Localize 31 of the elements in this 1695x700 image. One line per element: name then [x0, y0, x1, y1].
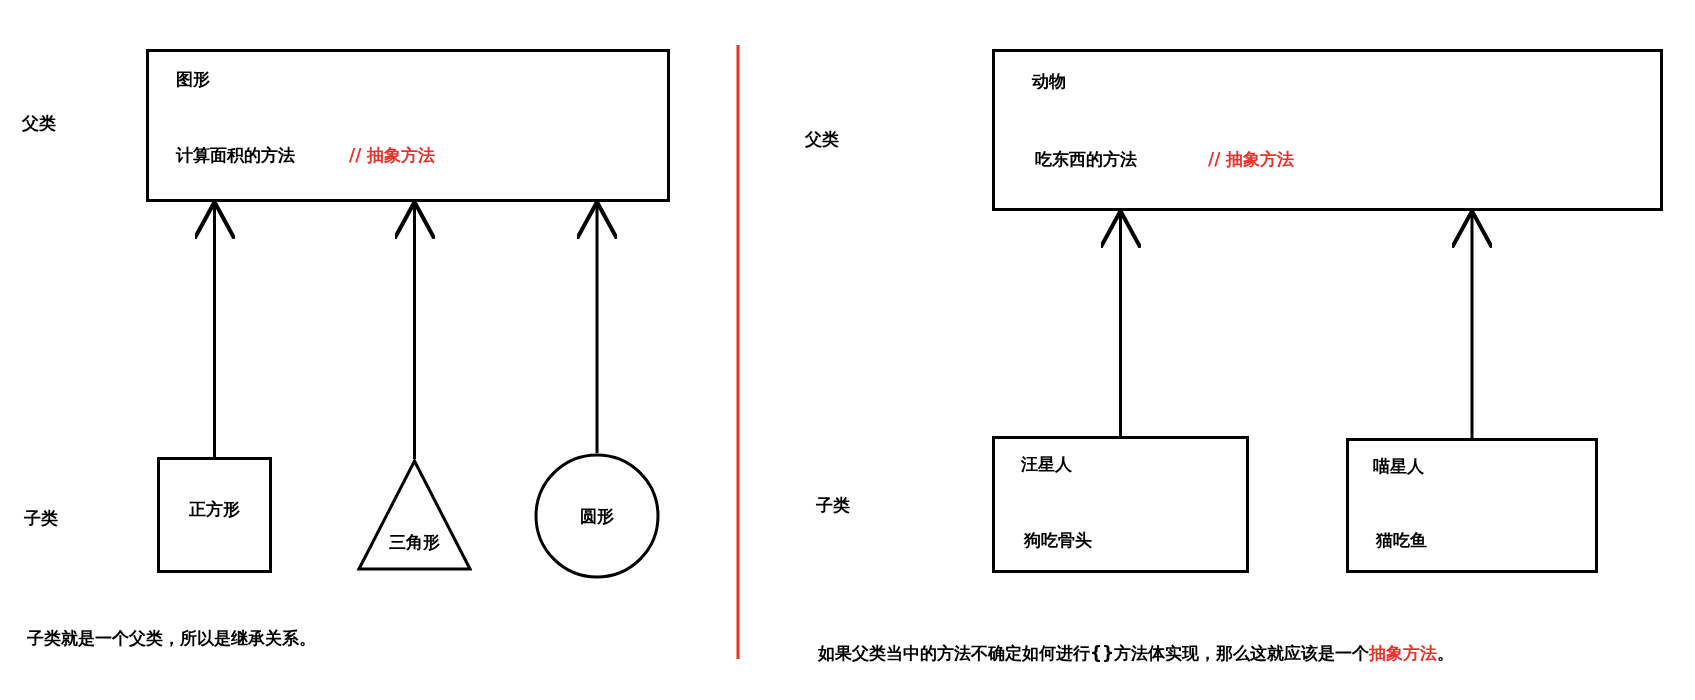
class-name: 正方形: [188, 498, 241, 521]
note-text: 如果父类当中的方法不确定如何进行{}方法体实现，那么这就应该是一个抽象方法。: [818, 642, 1455, 665]
class-box: [157, 457, 272, 573]
note-text: 子类就是一个父类，所以是继承关系。: [27, 627, 316, 650]
class-name: 图形: [176, 68, 210, 91]
method-text: 吃东西的方法: [1035, 148, 1137, 171]
class-name: 汪星人: [1021, 453, 1072, 476]
class-box: [146, 49, 670, 202]
arrow: [1098, 209, 1143, 436]
class-name: 动物: [1032, 70, 1066, 93]
comment-text: // 抽象方法: [349, 144, 436, 167]
arrow: [392, 200, 437, 459]
method-text: 猫吃鱼: [1376, 529, 1427, 552]
class-name: 喵星人: [1373, 455, 1424, 478]
class-box: [1346, 438, 1598, 573]
method-text: 狗吃骨头: [1024, 529, 1092, 552]
class-label: 子类: [816, 494, 850, 517]
class-box: [992, 49, 1663, 211]
circle-shape: [534, 453, 660, 579]
arrow: [575, 200, 619, 453]
class-box: [992, 436, 1249, 573]
arrow: [1450, 209, 1494, 438]
shape-label: 圆形: [579, 505, 615, 528]
class-label: 子类: [24, 507, 58, 530]
triangle-shape: [357, 459, 472, 571]
arrow: [192, 200, 237, 457]
class-label: 父类: [805, 128, 839, 151]
comment-text: // 抽象方法: [1208, 148, 1295, 171]
method-text: 计算面积的方法: [176, 144, 295, 167]
shape-label: 三角形: [388, 531, 441, 554]
class-label: 父类: [22, 112, 56, 135]
